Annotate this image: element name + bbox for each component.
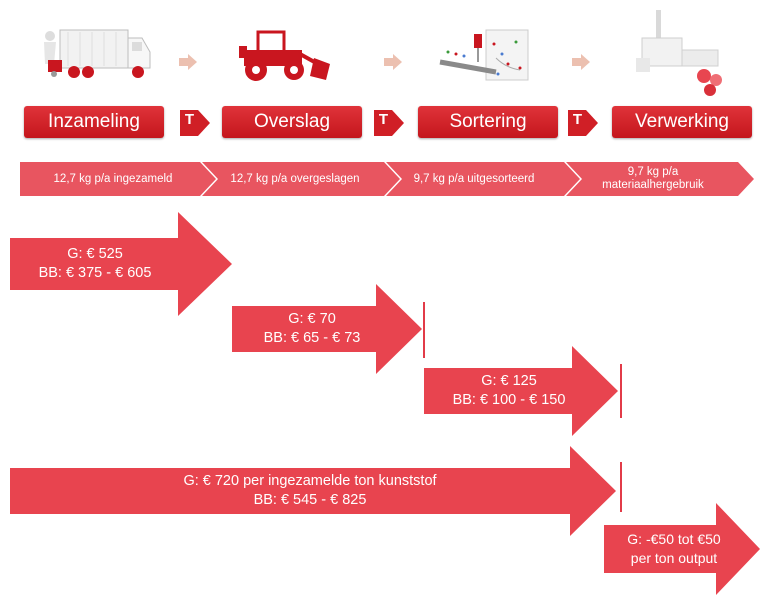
cost-arrow-verwerking xyxy=(604,503,760,595)
flow-label-sortering: 9,7 kg p/a uitgesorteerd xyxy=(413,172,535,185)
transport-label: T xyxy=(378,111,389,128)
cost-inzameling: G: € 525 BB: € 375 - € 605 xyxy=(10,245,180,283)
cost-overslag-g: G: € 70 xyxy=(288,311,336,327)
connector-arrow xyxy=(572,54,590,70)
wheel-loader-icon xyxy=(239,30,330,81)
cost-verwerking-unit: per ton output xyxy=(630,550,718,566)
flow-label-inzameling: 12,7 kg p/a ingezameld xyxy=(53,172,173,185)
stage-sortering: Sortering xyxy=(418,106,558,138)
recycling-plant-icon xyxy=(636,10,722,96)
cost-verwerking: G: -€50 tot €50 per ton output xyxy=(604,530,744,568)
stage-end-marker xyxy=(620,462,622,512)
cost-arrow-inzameling xyxy=(10,212,232,316)
flow-label-verwerking: 9,7 kg p/a materiaalhergebruik xyxy=(602,166,704,191)
cost-inzameling-g: G: € 525 xyxy=(67,246,123,262)
flow-label-overslag: 12,7 kg p/a overgeslagen xyxy=(230,172,360,185)
cost-total-g: G: € 720 per ingezamelde ton kunststof xyxy=(183,473,437,489)
cost-inzameling-bb: BB: € 375 - € 605 xyxy=(38,265,152,281)
cost-arrow-total xyxy=(10,446,616,536)
cost-arrow-overslag xyxy=(232,284,422,374)
flow-band xyxy=(20,162,754,196)
cost-total-bb: BB: € 545 - € 825 xyxy=(253,492,367,508)
cost-overslag: G: € 70 BB: € 65 - € 73 xyxy=(232,310,392,348)
transport-badge: T xyxy=(180,108,210,138)
cost-overslag-bb: BB: € 65 - € 73 xyxy=(263,330,361,346)
cost-sortering: G: € 125 BB: € 100 - € 150 xyxy=(424,372,594,410)
stage-verwerking: Verwerking xyxy=(612,106,752,138)
transport-label: T xyxy=(184,111,195,128)
stage-end-marker xyxy=(620,364,622,418)
stage-inzameling: Inzameling xyxy=(24,106,164,138)
cost-verwerking-range: G: -€50 tot €50 xyxy=(627,531,721,547)
cost-arrow-sortering xyxy=(424,346,618,436)
transport-badge: T xyxy=(568,108,598,138)
garbage-truck-icon xyxy=(44,29,151,78)
transport-label: T xyxy=(572,111,583,128)
connector-arrow xyxy=(384,54,402,70)
stage-overslag: Overslag xyxy=(222,106,362,138)
transport-badge: T xyxy=(374,108,404,138)
stage-end-marker xyxy=(423,302,425,358)
connector-arrow xyxy=(179,54,197,70)
cost-sortering-bb: BB: € 100 - € 150 xyxy=(452,392,566,408)
sorting-plant-icon xyxy=(439,29,529,81)
cost-sortering-g: G: € 125 xyxy=(481,373,537,389)
cost-total: G: € 720 per ingezamelde ton kunststof B… xyxy=(60,472,560,510)
